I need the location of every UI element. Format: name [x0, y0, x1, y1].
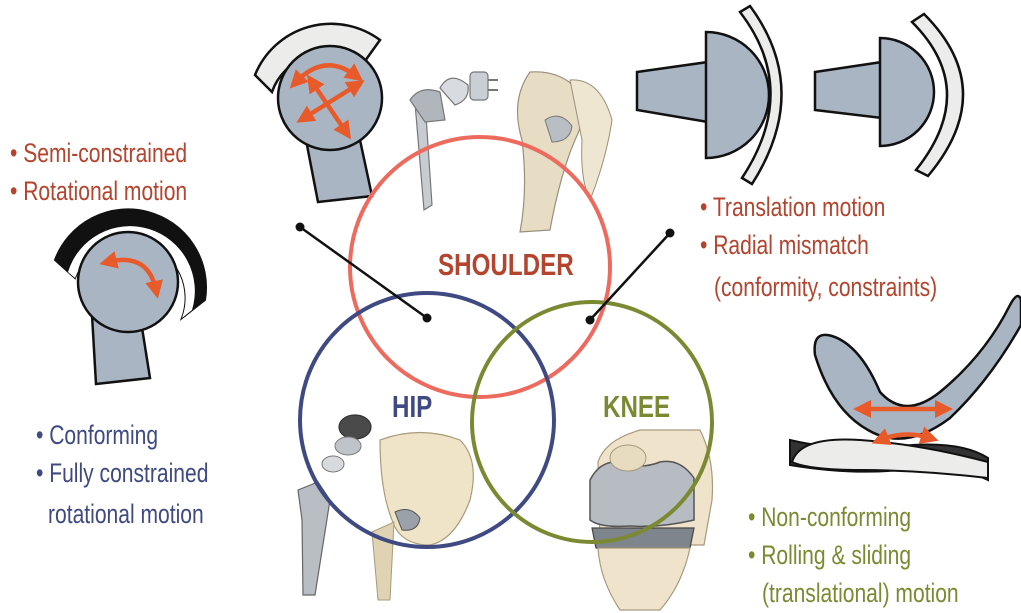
- hip-label: HIP: [392, 389, 432, 425]
- semi-constrained-text: • Semi-constrained: [10, 136, 187, 170]
- translational-motion-text: (translational) motion: [762, 576, 959, 610]
- radial-mismatch-text: • Radial mismatch: [700, 228, 869, 262]
- knee-implant-illustration: [590, 430, 713, 610]
- radial-mismatch-joint-icon: [637, 6, 963, 184]
- conforming-joint-icon: [55, 209, 206, 384]
- conforming-text: • Conforming: [36, 418, 158, 452]
- translation-motion-text: • Translation motion: [700, 190, 885, 224]
- shoulder-label: SHOULDER: [438, 247, 574, 283]
- connector-left: [296, 223, 432, 323]
- hip-implant-illustration: [298, 415, 473, 600]
- fully-constrained-text: • Fully constrained: [36, 456, 208, 490]
- shoulder-implant-illustration: [410, 72, 612, 232]
- non-conforming-knee-joint-icon: [790, 296, 1021, 480]
- conformity-constraints-text: (conformity, constraints): [714, 270, 937, 304]
- non-conforming-text: • Non-conforming: [748, 500, 911, 534]
- rotational-motion-text: • Rotational motion: [10, 174, 187, 208]
- rotational-motion-hip-text: rotational motion: [48, 497, 204, 531]
- rolling-sliding-text: • Rolling & sliding: [748, 538, 911, 572]
- semi-constrained-joint-icon: [255, 24, 382, 202]
- knee-label: KNEE: [603, 389, 670, 425]
